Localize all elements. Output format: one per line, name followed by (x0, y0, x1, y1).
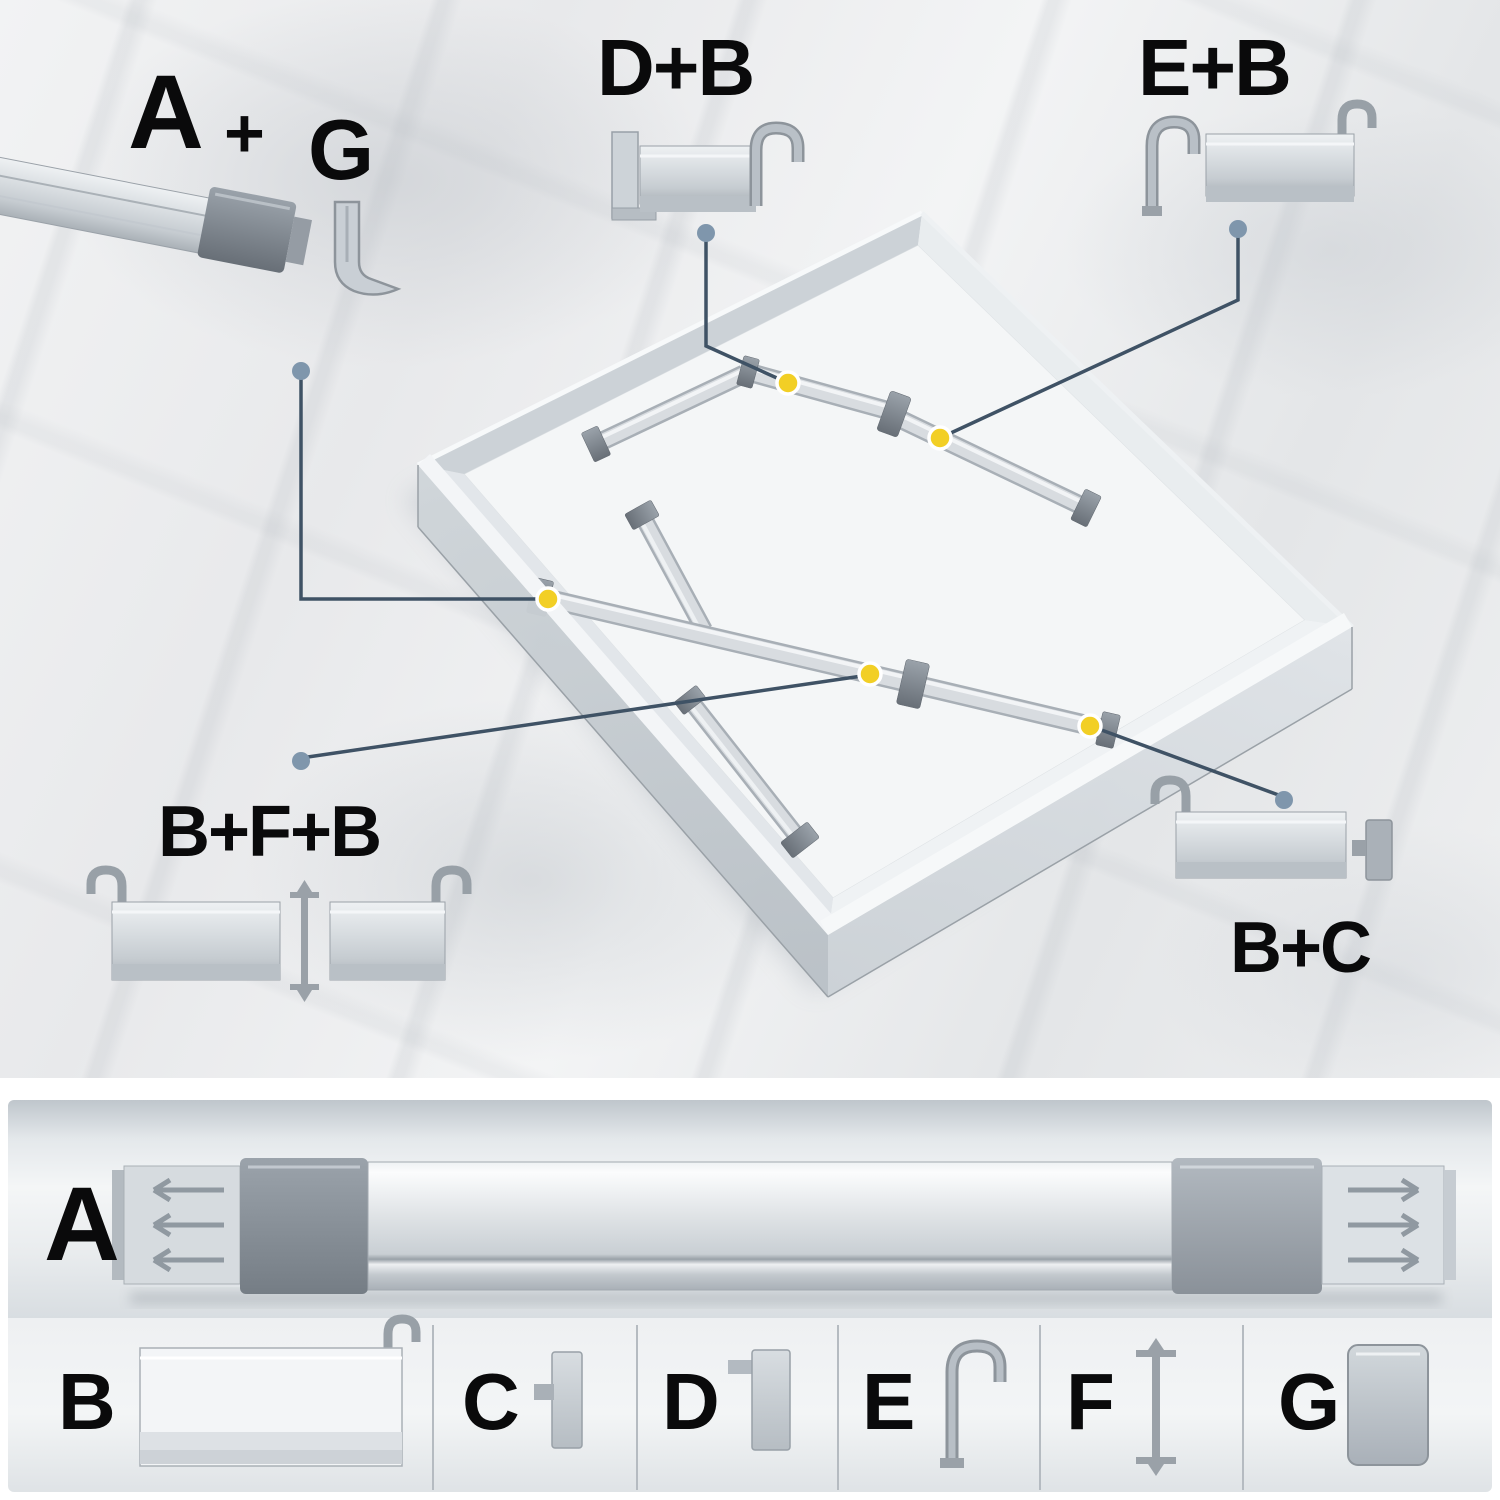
divider-plate-icon (139, 1314, 421, 1467)
part-d-b-thumbnail (611, 121, 805, 221)
parts-cell-separators (432, 1325, 1244, 1490)
label-plus-sign: + (224, 94, 265, 172)
part-b-f-b-thumbnail (86, 865, 472, 1002)
expand-left-arrows (152, 1177, 224, 1273)
callout-target-dots (535, 370, 1103, 739)
label-part-a: A (128, 54, 204, 171)
label-rail-a: A (44, 1166, 120, 1283)
section-divider (0, 1078, 1500, 1100)
label-combo-b-c: B+C (1230, 908, 1372, 988)
callout-lines (299, 232, 1285, 799)
label-part-f-legend: F (1066, 1357, 1115, 1446)
part-g-thumbnail (333, 200, 402, 296)
cover-plate-icon (1347, 1344, 1429, 1466)
connector-pin-icon (1136, 1338, 1176, 1476)
rail-a-graphic (112, 1158, 1456, 1304)
label-part-e-legend: E (862, 1357, 915, 1446)
label-combo-b-f-b: B+F+B (158, 792, 382, 872)
label-combo-e-b: E+B (1138, 23, 1292, 112)
parts-legend-illustration (112, 1158, 1456, 1490)
label-part-g-legend: G (1278, 1357, 1340, 1446)
label-combo-d-b: D+B (597, 23, 755, 112)
part-a-rail-thumbnail (0, 140, 312, 273)
drawer-illustration (0, 99, 1393, 1002)
hook-icon (940, 1339, 1007, 1468)
callout-anchor-dots (292, 220, 1293, 809)
label-part-d-legend: D (662, 1357, 720, 1446)
drawer-divider-rails (526, 355, 1121, 858)
end-cap-icon (534, 1351, 583, 1449)
part-b-c-thumbnail (1150, 775, 1393, 881)
label-part-c-legend: C (462, 1357, 520, 1446)
expand-right-arrows (1348, 1177, 1420, 1273)
label-part-b-legend: B (58, 1357, 116, 1446)
part-e-b-thumbnail (1142, 99, 1377, 216)
label-part-g: G (308, 103, 374, 198)
side-bracket-icon (728, 1349, 791, 1451)
